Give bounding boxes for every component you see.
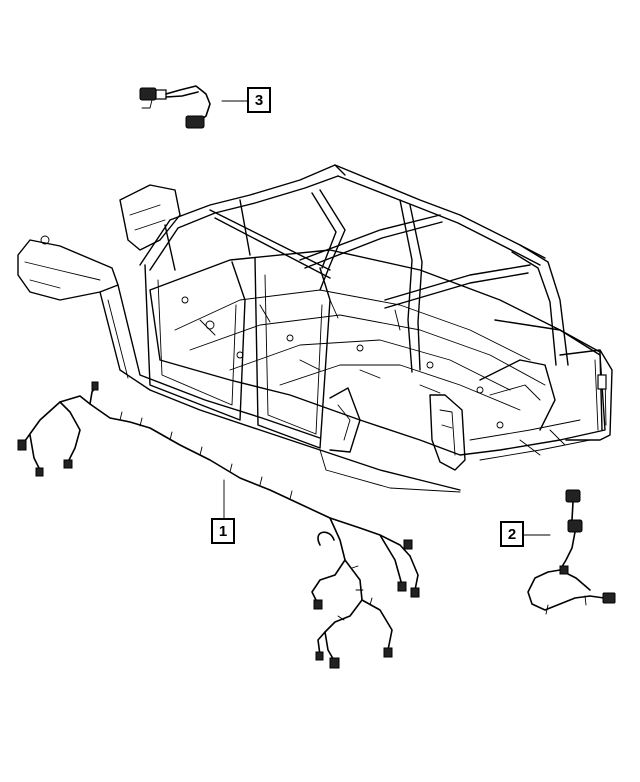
rear-harness-icon bbox=[527, 489, 616, 615]
callout-3: 3 bbox=[247, 87, 271, 113]
jumper-harness-icon bbox=[139, 85, 211, 129]
callout-2: 2 bbox=[500, 521, 524, 547]
main-harness-icon bbox=[17, 381, 420, 669]
vehicle-body-icon bbox=[17, 164, 613, 493]
callout-1: 1 bbox=[211, 518, 235, 544]
